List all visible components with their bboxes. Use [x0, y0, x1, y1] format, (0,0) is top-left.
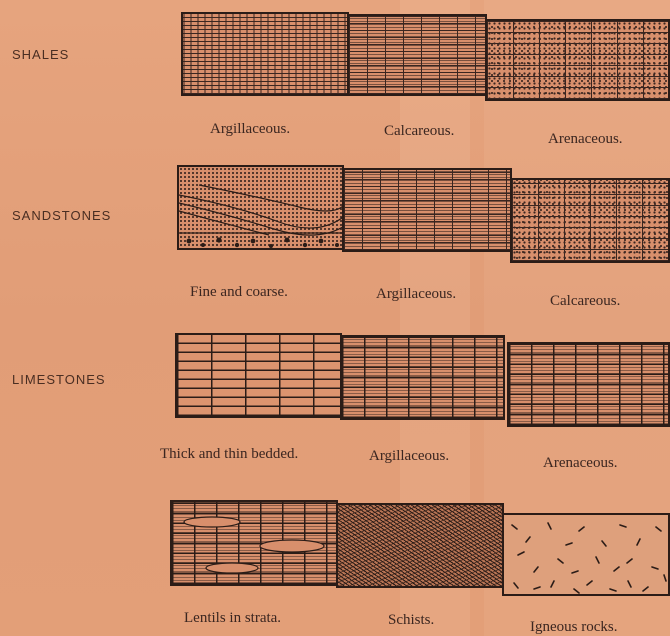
igneous-dashes	[504, 515, 670, 596]
swatch-shale-calcareous	[347, 14, 487, 96]
swatch-schists	[336, 503, 504, 588]
swatch-shale-arenaceous	[485, 19, 670, 101]
swatch-sandstone-fine-and-coarse	[177, 165, 344, 250]
caption-shale-argillaceous: Argillaceous.	[210, 121, 290, 138]
swatch-igneous-rocks	[502, 513, 670, 596]
row-label-limestones: LIMESTONES	[12, 372, 106, 387]
caption-igneous-rocks: Igneous rocks.	[530, 619, 617, 636]
caption-sandstone-calcareous: Calcareous.	[550, 293, 620, 310]
caption-limestone-argillaceous: Argillaceous.	[369, 448, 449, 465]
row-label-shales: SHALES	[12, 47, 69, 62]
swatch-limestone-thick-and-thin-bedded	[175, 333, 342, 418]
caption-sandstone-argillaceous: Argillaceous.	[376, 286, 456, 303]
swatch-sandstone-calcareous	[510, 178, 670, 263]
swatch-limestone-argillaceous	[340, 335, 505, 420]
caption-lentils-in-strata: Lentils in strata.	[184, 610, 281, 627]
lentils-shapes	[172, 502, 338, 586]
caption-limestone-arenaceous: Arenaceous.	[543, 455, 618, 472]
swatch-lentils-in-strata	[170, 500, 338, 586]
cross-bedding-lines	[179, 167, 344, 250]
swatch-shale-argillaceous	[181, 12, 349, 96]
swatch-limestone-arenaceous	[507, 342, 670, 427]
caption-shale-arenaceous: Arenaceous.	[548, 131, 623, 148]
caption-limestone-thick-and-thin-bedded: Thick and thin bedded.	[160, 446, 298, 463]
swatch-sandstone-argillaceous	[342, 168, 512, 252]
caption-shale-calcareous: Calcareous.	[384, 123, 454, 140]
caption-sandstone-fine-and-coarse: Fine and coarse.	[190, 284, 288, 301]
row-label-sandstones: SANDSTONES	[12, 208, 111, 223]
caption-schists: Schists.	[388, 612, 434, 629]
